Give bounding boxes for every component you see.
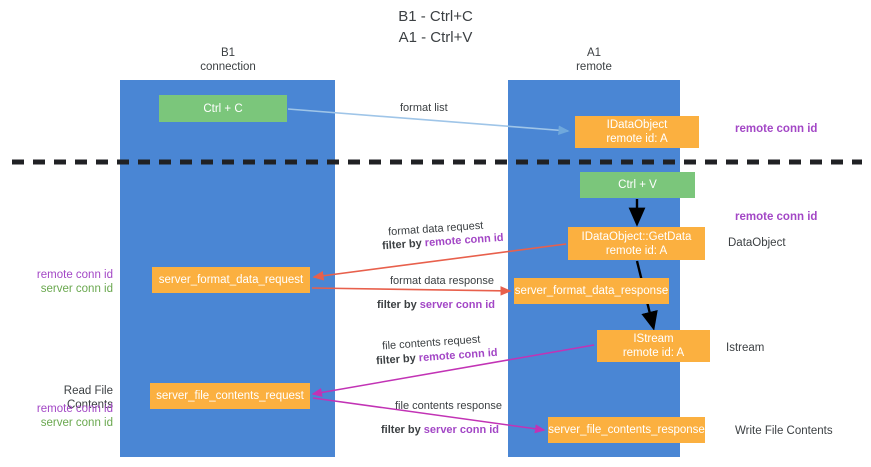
lane-header-a1-name: A1 bbox=[586, 47, 602, 59]
edge-label-format-data-response: format data response bbox=[390, 275, 494, 287]
node-idataobject[interactable]: IDataObject remote id: A bbox=[575, 116, 699, 148]
node-ctrl-v-label: Ctrl + V bbox=[618, 179, 657, 191]
node-sfdresp-label: server_format_data_response bbox=[514, 285, 669, 297]
node-server-file-contents-request[interactable]: server_file_contents_request bbox=[150, 383, 310, 409]
node-istream-sub: remote id: A bbox=[622, 347, 685, 359]
title-line-1: B1 - Ctrl+C bbox=[398, 8, 473, 25]
annotation-left-server-conn-id-mid: server conn id bbox=[40, 283, 113, 295]
filter-prefix: filter by bbox=[377, 299, 420, 311]
node-idataobject-sub: remote id: A bbox=[606, 133, 668, 145]
arrow-format-data-response bbox=[311, 286, 512, 296]
edge-label-format-list: format list bbox=[400, 102, 448, 114]
annotation-left-remote-conn-id-mid: remote conn id bbox=[36, 269, 113, 281]
annotation-left-conn-ids-mid: remote conn id server conn id bbox=[18, 268, 113, 296]
node-getdata-sub: remote id: A bbox=[605, 244, 668, 257]
node-ctrl-c[interactable]: Ctrl + C bbox=[159, 95, 287, 122]
node-getdata-label: IDataObject::GetData bbox=[581, 230, 692, 243]
annotation-read-file-contents: Read File Contents bbox=[63, 385, 113, 411]
annotation-remote-conn-id-top: remote conn id bbox=[735, 123, 818, 135]
node-server-format-data-request[interactable]: server_format_data_request bbox=[152, 267, 310, 293]
filter-prefix: filter by bbox=[375, 352, 420, 368]
lane-header-b1-role: connection bbox=[200, 61, 256, 73]
annotation-dataobject: DataObject bbox=[728, 237, 786, 249]
node-server-file-contents-response[interactable]: server_file_contents_response bbox=[548, 417, 705, 443]
filter-prefix: filter by bbox=[381, 237, 426, 253]
edge-label-file-contents-response: file contents response bbox=[395, 400, 503, 412]
node-ctrl-c-label: Ctrl + C bbox=[203, 102, 243, 115]
filter-key-server-conn-id: server conn id bbox=[419, 299, 495, 311]
filter-key-server-conn-id: server conn id bbox=[423, 424, 499, 436]
node-istream[interactable]: IStream remote id: A bbox=[597, 330, 710, 362]
lane-header-b1: B1 connection bbox=[153, 46, 303, 74]
node-istream-label: IStream bbox=[633, 333, 674, 345]
node-server-format-data-response[interactable]: server_format_data_response bbox=[514, 278, 669, 304]
node-sfcreq-label: server_file_contents_request bbox=[156, 390, 304, 402]
node-idataobject-getdata[interactable]: IDataObject::GetData remote id: A bbox=[568, 227, 705, 260]
edge-label-file-contents-response-filter: filter by server conn id bbox=[381, 423, 499, 437]
annotation-istream: Istream bbox=[726, 342, 765, 354]
edge-label-format-data-response-filter: filter by server conn id bbox=[377, 298, 495, 312]
node-sfdreq-label: server_format_data_request bbox=[158, 274, 304, 286]
title-line-2: A1 - Ctrl+V bbox=[398, 29, 473, 46]
filter-key-remote-conn-id: remote conn id bbox=[418, 346, 498, 365]
lane-header-b1-name: B1 bbox=[220, 47, 236, 59]
annotation-left-remote-conn-id-low: remote conn id bbox=[36, 403, 113, 415]
lane-header-a1-role: remote bbox=[576, 61, 612, 73]
node-idataobject-label: IDataObject bbox=[606, 119, 668, 131]
node-ctrl-v[interactable]: Ctrl + V bbox=[580, 172, 695, 198]
filter-key-remote-conn-id: remote conn id bbox=[424, 231, 504, 250]
annotation-left-server-conn-id-low: server conn id bbox=[40, 417, 113, 429]
annotation-write-file-contents: Write File Contents bbox=[735, 425, 833, 437]
annotation-left-conn-ids-low: remote conn id server conn id bbox=[18, 402, 113, 430]
filter-prefix: filter by bbox=[381, 424, 424, 436]
page-title: B1 - Ctrl+C A1 - Ctrl+V bbox=[0, 6, 871, 48]
annotation-remote-conn-id-mid: remote conn id bbox=[735, 211, 818, 223]
lane-header-a1: A1 remote bbox=[519, 46, 669, 74]
node-sfcresp-label: server_file_contents_response bbox=[548, 424, 705, 436]
